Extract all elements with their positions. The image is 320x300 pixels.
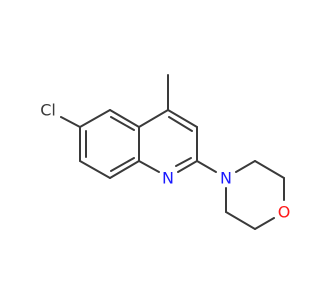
bond-c2-morpholine-n	[196, 160, 217, 173]
bond-morph-c2-c3	[254, 160, 285, 179]
chlorine-atom-label: Cl	[40, 101, 56, 120]
bond-c4-c3-inner	[168, 116, 193, 132]
bond-c2-n1	[177, 160, 198, 173]
bond-c5-c4a-inner	[110, 116, 135, 131]
morpholine-ring	[225, 160, 285, 230]
benzene-ring	[79, 109, 140, 179]
bond-morph-o-c5	[254, 217, 275, 230]
bond-c5-c4a	[109, 109, 140, 128]
bond-morph-n-c2	[235, 160, 256, 173]
pyridine-ring	[138, 109, 198, 173]
bond-c8a-c8	[109, 160, 140, 179]
bond-n1-c8a	[138, 160, 160, 173]
bond-c2-n1-inner	[175, 157, 192, 167]
bond-c4-c3	[167, 109, 198, 128]
morpholine-nitrogen-label: N	[220, 169, 232, 188]
bond-c8-c7	[79, 160, 111, 179]
bond-morph-c5-c6	[225, 211, 256, 230]
bond-c4a-c4	[138, 109, 169, 128]
bond-c6-cl	[60, 116, 81, 128]
bond-c8a-c8-inner	[110, 157, 135, 172]
molecule-structure-diagram: Cl N N O	[40, 74, 291, 230]
bond-c6-c5	[79, 109, 111, 128]
oxygen-atom-label: O	[278, 203, 291, 222]
quinoline-nitrogen-label: N	[162, 169, 174, 188]
